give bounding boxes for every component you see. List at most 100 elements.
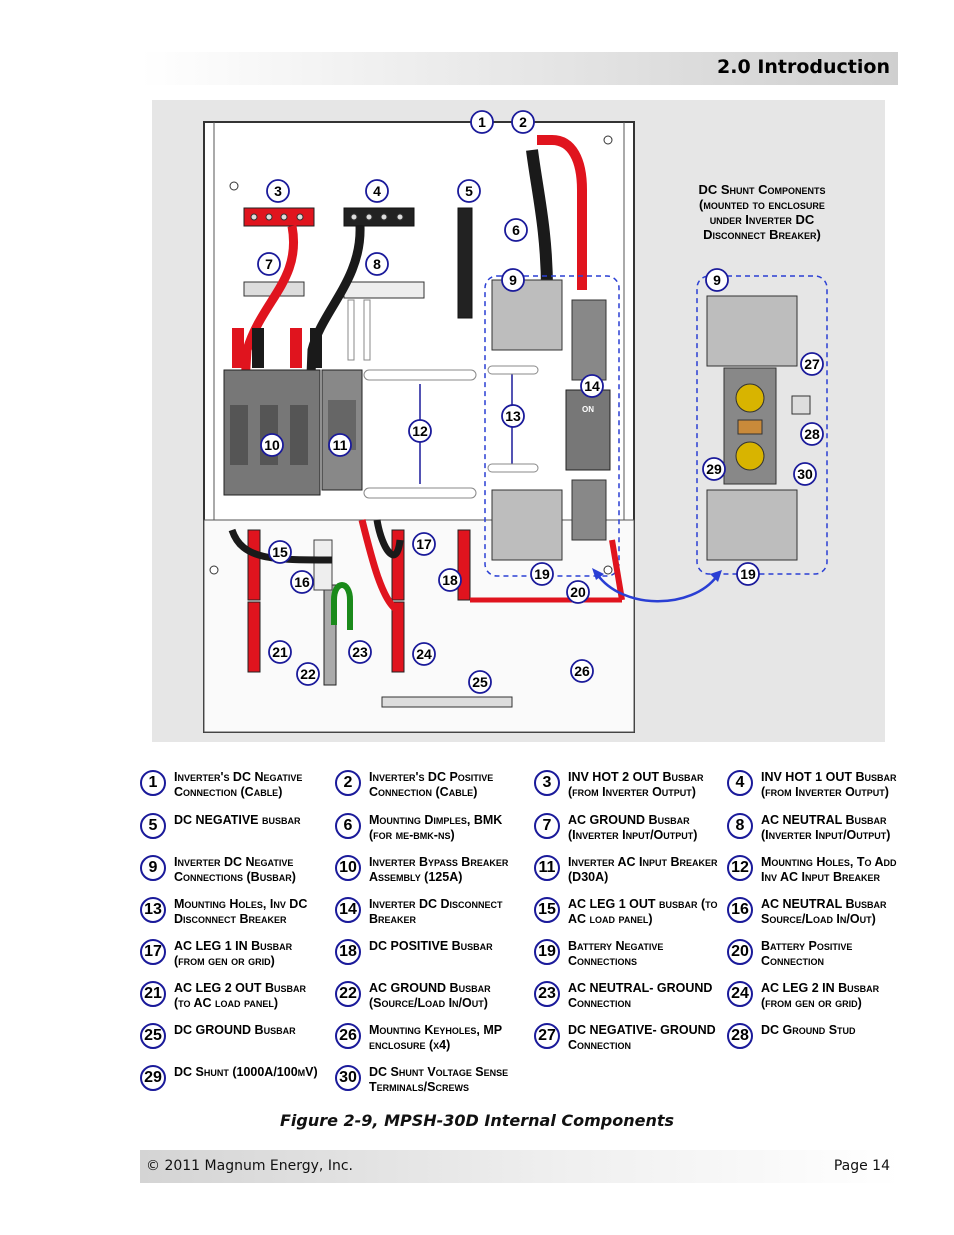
callout-19-detail: 19 [740, 566, 756, 582]
legend-text: AC LEG 2 OUT Busbar (to AC load panel) [174, 981, 307, 1010]
callout-26: 26 [574, 663, 590, 679]
callout-30: 30 [797, 466, 813, 482]
legend-badge: 9 [140, 855, 166, 881]
legend-badge: 10 [335, 855, 361, 881]
callout-10: 10 [264, 437, 280, 453]
legend-badge: 28 [727, 1023, 753, 1049]
legend-badge: 30 [335, 1065, 361, 1091]
callout-8: 8 [373, 256, 381, 272]
legend-badge: 24 [727, 981, 753, 1007]
legend-text: DC POSITIVE Busbar [369, 939, 493, 953]
callout-1: 1 [478, 114, 486, 130]
callout-24: 24 [416, 646, 432, 662]
breaker-on-label: ON [582, 405, 594, 414]
legend-badge: 22 [335, 981, 361, 1007]
legend-text: DC Shunt (1000A/100mV) [174, 1065, 318, 1079]
legend-text: Mounting Holes, Inv DC Disconnect Breake… [174, 897, 308, 926]
legend-badge: 2 [335, 770, 361, 796]
legend-badge: 3 [534, 770, 560, 796]
legend-badge: 12 [727, 855, 753, 881]
legend-text: Inverter Bypass Breaker Assembly (125A) [369, 855, 509, 884]
legend-text: INV HOT 1 OUT Busbar (from Inverter Outp… [761, 770, 897, 799]
callout-20: 20 [570, 584, 586, 600]
callout-5: 5 [465, 183, 473, 199]
callout-19: 19 [534, 566, 550, 582]
legend-text: DC NEGATIVE busbar [174, 813, 301, 827]
legend-item: 10 Inverter Bypass Breaker Assembly (125A… [335, 851, 525, 891]
enclosure-diagram: ON [203, 110, 828, 733]
callout-2: 2 [519, 114, 527, 130]
legend-badge: 17 [140, 939, 166, 965]
legend-text: Mounting Holes, To Add Inv AC Input Brea… [761, 855, 897, 884]
callout-9-detail: 9 [713, 272, 721, 288]
legend-text: INV HOT 2 OUT Busbar (from Inverter Outp… [568, 770, 704, 799]
legend-item: 18 DC POSITIVE Busbar [335, 935, 525, 975]
legend-badge: 7 [534, 813, 560, 839]
legend-item: 17 AC LEG 1 IN Busbar (from gen or grid) [140, 935, 330, 975]
legend-item: 15 AC LEG 1 OUT busbar (to AC load panel) [534, 893, 724, 933]
callout-16: 16 [294, 574, 310, 590]
legend-text: DC GROUND Busbar [174, 1023, 296, 1037]
legend-badge: 13 [140, 897, 166, 923]
legend-item: 24 AC LEG 2 IN Busbar (from gen or grid) [727, 977, 917, 1017]
legend-badge: 23 [534, 981, 560, 1007]
callout-4: 4 [373, 183, 381, 199]
callout-13: 13 [505, 408, 521, 424]
legend-badge: 18 [335, 939, 361, 965]
legend-item: 30 DC Shunt Voltage Sense Terminals/Screw… [335, 1061, 525, 1101]
callout-7: 7 [265, 256, 273, 272]
copyright-text: © 2011 Magnum Energy, Inc. [146, 1158, 353, 1174]
legend-badge: 14 [335, 897, 361, 923]
legend-text: DC Shunt Voltage Sense Terminals/Screws [369, 1065, 509, 1094]
legend-item: 3 INV HOT 2 OUT Busbar (from Inverter Out… [534, 766, 724, 806]
legend-text: AC LEG 2 IN Busbar (from gen or grid) [761, 981, 880, 1010]
legend-text: AC GROUND Busbar (Inverter Input/Output) [568, 813, 698, 842]
callout-29: 29 [706, 461, 722, 477]
legend-text: AC GROUND Busbar (Source/Load In/Out) [369, 981, 491, 1010]
legend-badge: 1 [140, 770, 166, 796]
legend-item: 13 Mounting Holes, Inv DC Disconnect Brea… [140, 893, 330, 933]
legend-item: 12 Mounting Holes, To Add Inv AC Input Br… [727, 851, 917, 891]
callout-12: 12 [412, 423, 428, 439]
legend-badge: 26 [335, 1023, 361, 1049]
callout-28: 28 [804, 426, 820, 442]
legend-badge: 27 [534, 1023, 560, 1049]
callout-27: 27 [804, 356, 820, 372]
legend-badge: 8 [727, 813, 753, 839]
legend-text: AC LEG 1 IN Busbar (from gen or grid) [174, 939, 293, 968]
legend-text: AC LEG 1 OUT busbar (to AC load panel) [568, 897, 718, 926]
callout-15: 15 [272, 544, 288, 560]
shunt-components-title: DC Shunt Components (mounted to enclosur… [698, 182, 826, 242]
legend-item: 9 Inverter DC Negative Connections (Busba… [140, 851, 330, 891]
page-footer: © 2011 Magnum Energy, Inc. Page 14 [140, 1150, 900, 1183]
legend-item: 21 AC LEG 2 OUT Busbar (to AC load panel) [140, 977, 330, 1017]
legend-badge: 20 [727, 939, 753, 965]
legend-text: Inverter DC Negative Connections (Busbar… [174, 855, 296, 884]
legend-text: AC NEUTRAL Busbar (Inverter Input/Output… [761, 813, 891, 842]
callout-6: 6 [512, 222, 520, 238]
figure-caption: Figure 2-9, MPSH-30D Internal Components [279, 1111, 675, 1130]
legend-text: Inverter's DC Positive Connection (Cable… [369, 770, 494, 799]
legend-item: 7 AC GROUND Busbar (Inverter Input/Output… [534, 809, 724, 849]
legend-badge: 15 [534, 897, 560, 923]
callout-25: 25 [472, 674, 488, 690]
legend-badge: 21 [140, 981, 166, 1007]
callout-9: 9 [509, 272, 517, 288]
legend-badge: 16 [727, 897, 753, 923]
callout-18: 18 [442, 572, 458, 588]
section-title: 2.0 Introduction [717, 56, 890, 78]
section-header-bar: 2.0 Introduction [140, 52, 898, 85]
page-number: Page 14 [833, 1158, 890, 1174]
